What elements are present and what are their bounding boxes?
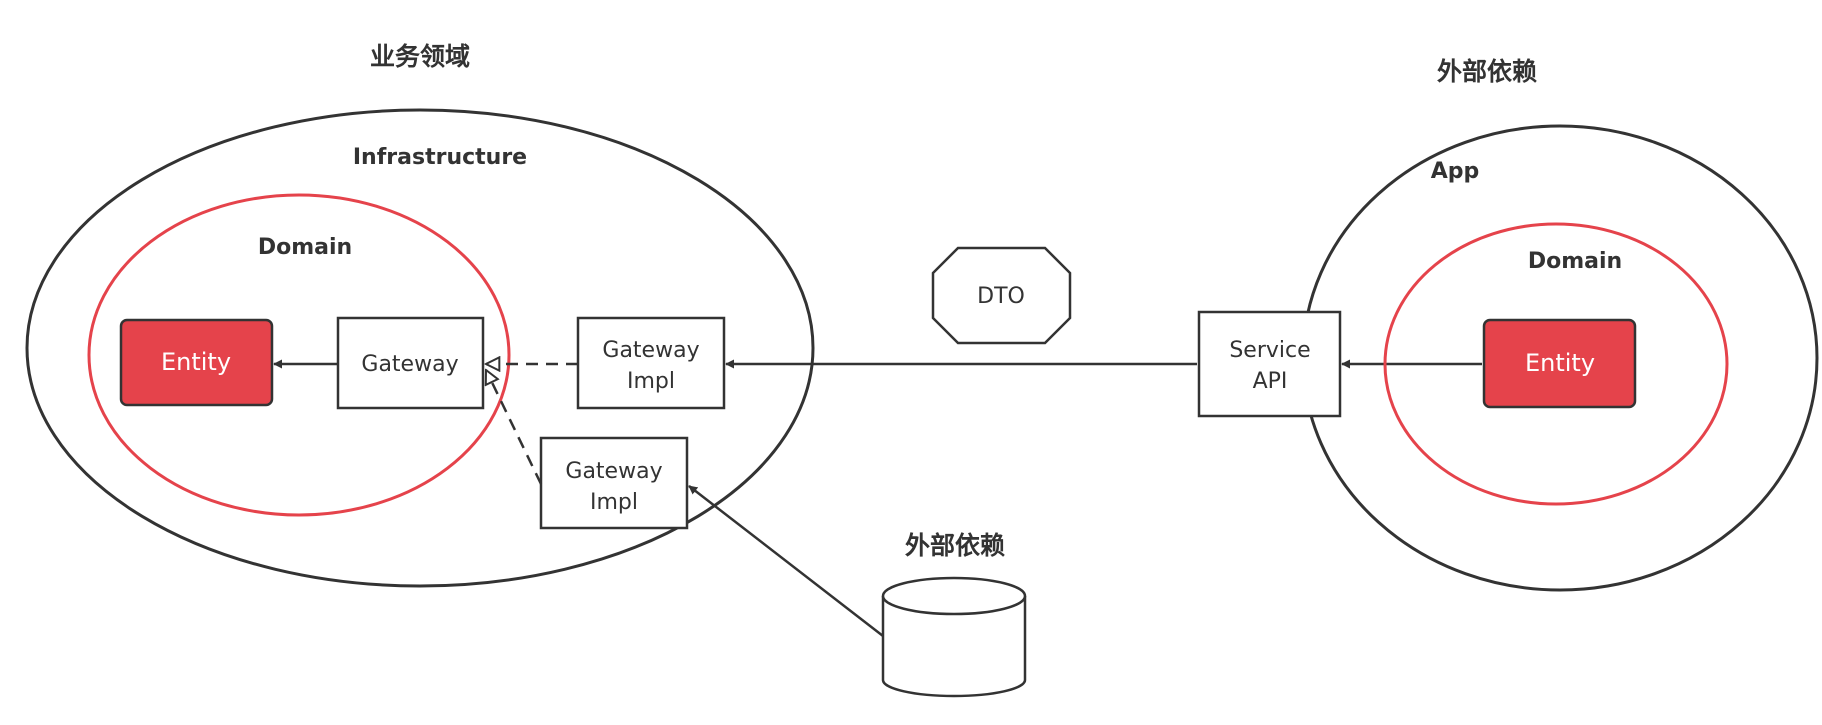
gateway-impl-bottom-line1: Gateway <box>565 459 662 484</box>
service-api-line1: Service <box>1229 338 1310 363</box>
infrastructure-ellipse <box>25 108 815 588</box>
external-dependency-title: 外部依赖 <box>1437 57 1537 86</box>
dto-octagon <box>931 246 1072 345</box>
database-cylinder <box>881 576 1027 698</box>
database-title: 外部依赖 <box>905 531 1005 560</box>
impl-bottom-implements-gateway-arrow <box>486 370 543 485</box>
gateway-impl-top-line1: Gateway <box>602 338 699 363</box>
left-entity-label: Entity <box>161 348 231 376</box>
service-api-line2: API <box>1253 369 1288 394</box>
business-domain-title: 业务领域 <box>370 42 470 71</box>
app-label: App <box>1431 159 1480 184</box>
gateway-impl-bottom-line2: Impl <box>590 490 638 515</box>
gateway-impl-top-box <box>576 316 726 410</box>
gateway-impl-bottom-box <box>539 436 689 530</box>
database-to-impl-arrow <box>688 485 884 637</box>
right-entity-box <box>1482 318 1637 409</box>
left-domain-ellipse <box>87 193 511 517</box>
service-api-box <box>1197 310 1342 418</box>
right-domain-label: Domain <box>1528 249 1622 274</box>
infrastructure-label: Infrastructure <box>353 145 527 170</box>
gateway-label: Gateway <box>361 352 458 377</box>
gateway-impl-top-line2: Impl <box>627 369 675 394</box>
left-entity-box <box>119 318 274 407</box>
gateway-box <box>336 316 485 410</box>
left-domain-label: Domain <box>258 235 352 260</box>
right-domain-ellipse <box>1383 222 1729 506</box>
dto-label: DTO <box>977 284 1025 309</box>
right-entity-label: Entity <box>1525 349 1595 377</box>
